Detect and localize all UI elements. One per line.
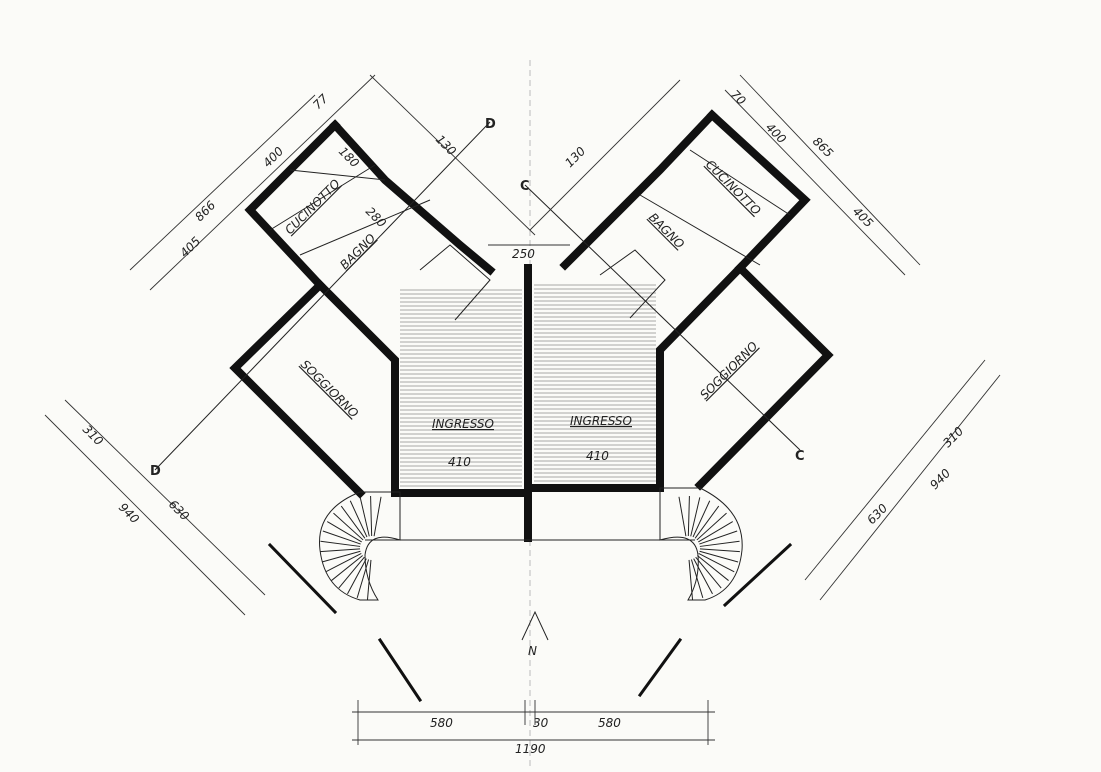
dim-top-left-a: 400 <box>260 144 286 170</box>
dim-right: 310 940 630 <box>804 359 1001 601</box>
right-unit-walls <box>559 109 834 492</box>
dim-top-center-label: 250 <box>512 247 535 261</box>
north-label: N <box>528 644 537 658</box>
ingresso-hatch-right <box>534 284 656 482</box>
dim-bottom: 580 30 580 1190 <box>352 700 715 756</box>
dim-bottom-c: 580 <box>598 716 621 730</box>
room-label-cucina-right: CUCINOTTO <box>703 157 764 218</box>
dim-top-right-small: 70 <box>728 87 749 108</box>
ingresso-hatch-left <box>400 289 522 487</box>
dim-bottom-total: 1190 <box>515 742 546 756</box>
section-d-bottom: D <box>150 464 161 479</box>
dim-bottom-a: 580 <box>430 716 453 730</box>
room-label-ingresso-left: INGRESSO <box>432 417 494 431</box>
dim-bottom-b: 30 <box>533 716 549 730</box>
section-d-top: D <box>485 117 496 132</box>
dim-left: 310 940 630 <box>44 399 266 616</box>
dim-top-center: 250 <box>488 244 570 261</box>
dim-top-right-a: 130 <box>562 144 588 170</box>
dim-top-left-e: 130 <box>433 132 459 158</box>
dim-top-right-total: 865 <box>810 134 836 160</box>
dim-top-right-c: 405 <box>850 204 876 230</box>
ground-line-left-2 <box>377 637 423 703</box>
dim-top-left-total: 866 <box>192 198 218 224</box>
ingresso-right-width: 410 <box>586 449 609 463</box>
room-label-bagno-right: BAGNO <box>646 210 687 251</box>
ingresso-left-width: 410 <box>448 455 471 469</box>
section-line-d: D D <box>150 117 496 479</box>
dim-right-a: 310 <box>940 424 966 450</box>
dim-top-right-b: 400 <box>763 120 789 146</box>
room-label-ingresso-right: INGRESSO <box>570 414 632 428</box>
dim-right-b: 630 <box>864 501 890 527</box>
ground-line-right-2 <box>637 637 683 698</box>
dim-top-left-b: 405 <box>177 234 203 260</box>
dim-top-left-small: 77 <box>310 91 331 112</box>
dim-right-total: 940 <box>927 466 953 492</box>
stair-left <box>319 491 401 601</box>
room-label-cucina-left: CUCINOTTO <box>282 177 343 238</box>
dim-left-a: 310 <box>80 422 106 448</box>
ground-line-left <box>267 542 338 615</box>
section-c-top: C <box>520 179 530 194</box>
room-label-camera-left: SOGGIORNO <box>298 357 361 420</box>
section-line-c: C C <box>520 179 805 464</box>
dim-left-total: 940 <box>116 500 142 526</box>
stair-right <box>659 487 743 601</box>
room-label-camera-right: SOGGIORNO <box>697 339 760 402</box>
north-arrow: N <box>521 610 549 658</box>
ground-line-right <box>722 542 793 608</box>
section-c-bottom: C <box>795 449 805 464</box>
